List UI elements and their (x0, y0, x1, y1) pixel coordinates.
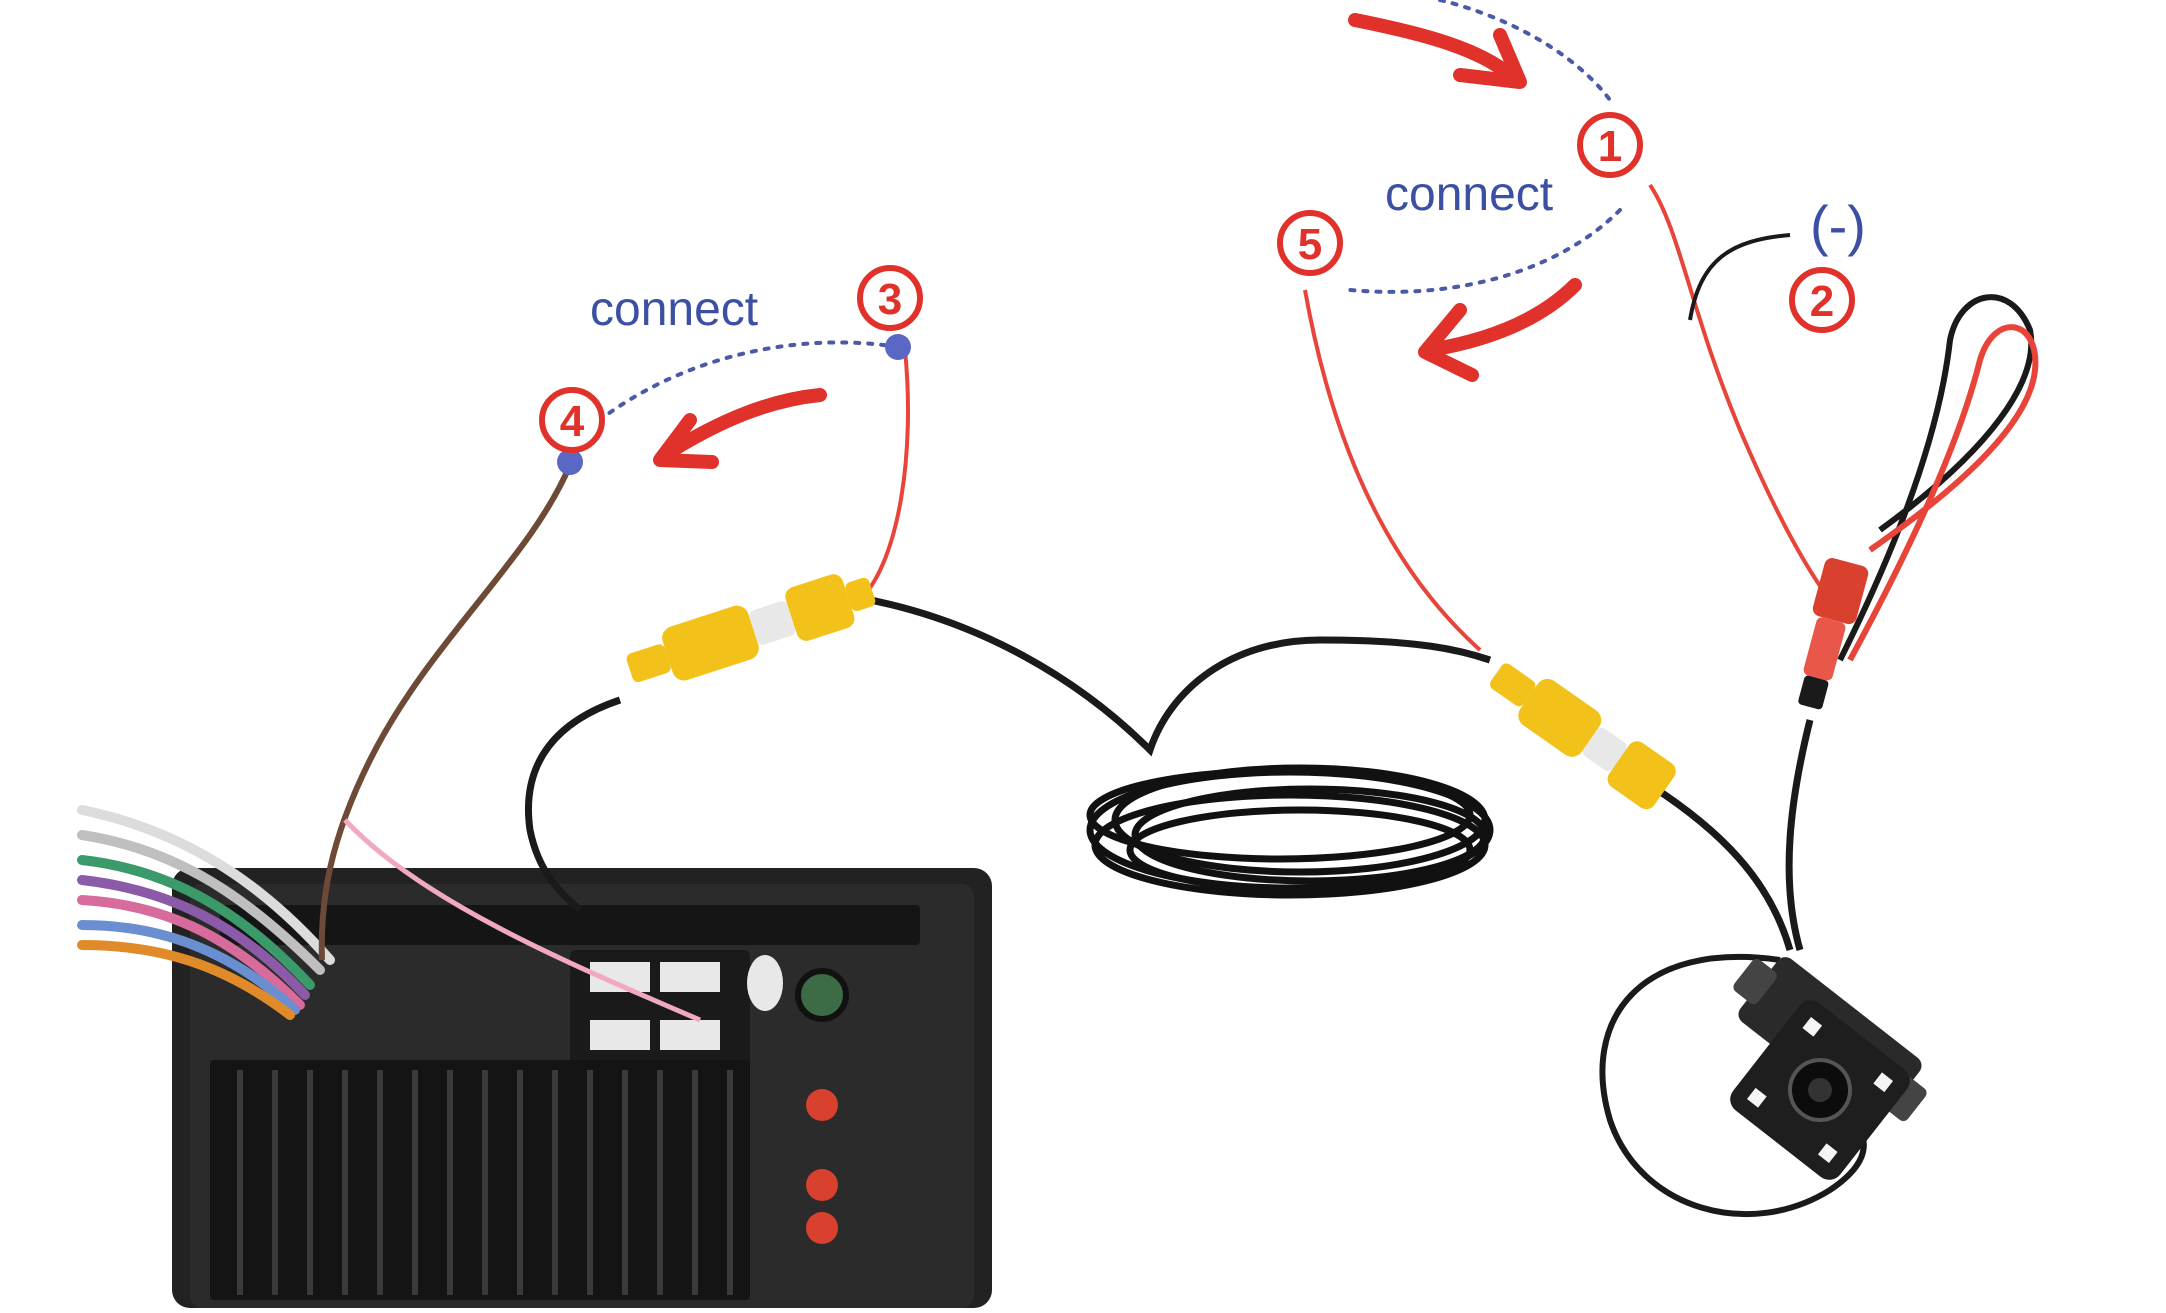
brown-wire (318, 463, 573, 961)
video-cable (525, 594, 1492, 913)
connect-label-left: connect (590, 283, 758, 336)
coiled-cable (1086, 764, 1494, 899)
marker-4: 4 (539, 387, 605, 453)
antenna-port (795, 968, 849, 1022)
connection-point-4 (557, 449, 583, 475)
rca-connector-left (626, 574, 876, 683)
dotted-line-top (1438, 0, 1612, 102)
unit-rca-jack (806, 1212, 838, 1244)
rca-connector-right (1490, 663, 1676, 810)
dotted-line-1-5 (1348, 208, 1622, 294)
svg-text:4: 4 (560, 397, 585, 446)
svg-text:2: 2 (1810, 277, 1834, 326)
marker-5: 5 (1277, 210, 1343, 276)
curved-red-arrow (1418, 278, 1582, 382)
dotted-line-3-4 (568, 340, 900, 447)
unit-rca-jack (806, 1089, 838, 1121)
connect-label-right: connect (1385, 168, 1553, 221)
curved-red-arrow (653, 388, 827, 469)
red-wire-1 (1648, 183, 1832, 602)
usb-tag (747, 955, 783, 1011)
unit-rca-jack (806, 1169, 838, 1201)
head-unit-connector-block (570, 950, 750, 1070)
pink-wire (343, 818, 701, 1023)
marker-2: 2 (1789, 267, 1855, 333)
connection-point-3 (885, 334, 911, 360)
heatsink-fins (237, 1070, 733, 1295)
curved-red-arrow (1348, 13, 1527, 89)
red-wire-5 (1303, 289, 1482, 652)
red-wire-3 (858, 349, 910, 602)
marker-3: 3 (857, 265, 923, 331)
head-unit-heatsink (210, 1060, 750, 1300)
head-unit-vents-top (220, 905, 920, 945)
power-cable-loop (1837, 294, 2039, 662)
rear-camera (1730, 957, 1927, 1180)
svg-text:5: 5 (1298, 220, 1322, 269)
head-unit (172, 868, 992, 1308)
black-wire-negative (1688, 233, 1791, 321)
power-plug (1798, 558, 1869, 710)
svg-text:3: 3 (878, 275, 902, 324)
camera-power-cable (1785, 719, 1814, 951)
marker-1: 1 (1577, 112, 1643, 178)
camera-cable (1648, 782, 1794, 951)
wiring-harness (77, 805, 335, 1020)
svg-text:1: 1 (1598, 122, 1622, 171)
negative-label: (-) (1810, 194, 1866, 257)
camera-loop-cable (1599, 953, 1867, 1218)
